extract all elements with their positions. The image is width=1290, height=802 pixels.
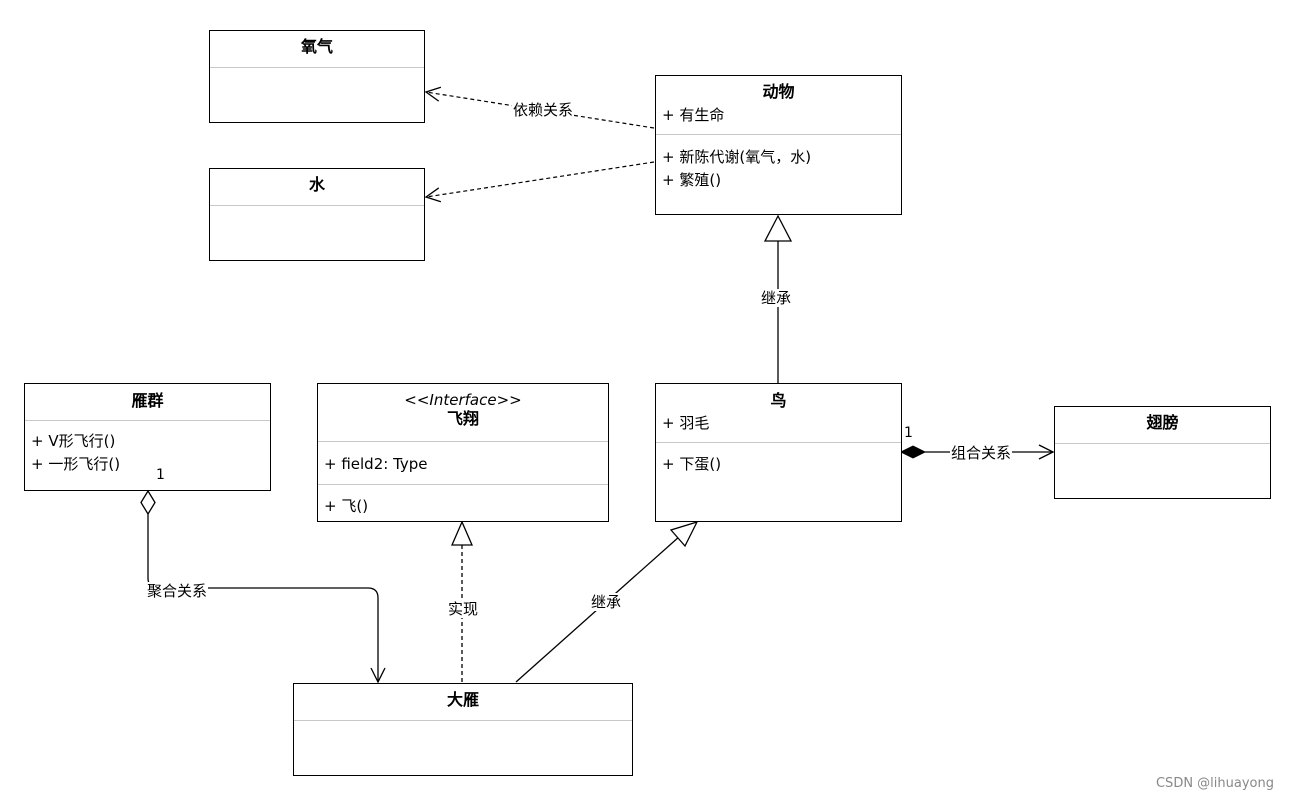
dependency-label: 依赖关系	[512, 101, 575, 119]
class-goose-flock-name: 雁群	[131, 391, 164, 410]
class-wing-name: 翅膀	[1146, 413, 1179, 432]
class-wild-goose[interactable]: 大雁	[293, 683, 633, 776]
class-wild-goose-name: 大雁	[446, 690, 479, 709]
dependency-line-water	[426, 161, 655, 197]
interface-fly-attribute: + field2: Type	[324, 455, 428, 473]
class-oxygen[interactable]: 氧气	[209, 30, 425, 123]
class-bird-divider	[656, 442, 901, 443]
realization-triangle	[451, 520, 473, 546]
class-goose-flock-method: + 一形飞行()	[31, 455, 121, 473]
class-goose-flock-divider	[25, 420, 270, 421]
composition-label: 组合关系	[950, 444, 1013, 462]
interface-fly-name: 飞翔	[446, 409, 479, 428]
interface-fly-divider	[318, 441, 608, 442]
watermark: CSDN @lihuayong	[1155, 776, 1274, 791]
class-wild-goose-divider	[294, 720, 632, 721]
class-bird-name: 鸟	[770, 391, 787, 410]
class-wing-divider	[1055, 443, 1270, 444]
class-goose-flock-method: + V形飞行()	[31, 432, 116, 450]
interface-fly-divider	[318, 484, 608, 485]
class-water-name: 水	[308, 175, 325, 194]
class-goose-flock[interactable]: 雁群 + V形飞行() + 一形飞行()	[24, 383, 271, 491]
interface-fly[interactable]: <<Interface>> 飞翔 + field2: Type + 飞()	[317, 383, 609, 522]
composition-multiplicity: 1	[904, 425, 913, 441]
class-animal-method: + 繁殖()	[662, 171, 722, 189]
class-animal-attribute: + 有生命	[662, 106, 725, 124]
class-bird-attribute: + 羽毛	[662, 414, 710, 432]
inherit-label-goose: 继承	[590, 593, 623, 611]
class-wing[interactable]: 翅膀	[1054, 406, 1271, 499]
class-bird[interactable]: 鸟 + 羽毛 + 下蛋()	[655, 383, 902, 522]
aggregation-label: 聚合关系	[146, 582, 209, 600]
realization-label: 实现	[447, 600, 480, 618]
class-oxygen-divider	[210, 67, 424, 68]
aggregation-multiplicity: 1	[156, 467, 165, 483]
interface-fly-method: + 飞()	[324, 497, 369, 515]
inherit-label-bird: 继承	[760, 289, 793, 307]
inherit-triangle-bird	[763, 214, 793, 242]
class-oxygen-name: 氧气	[300, 37, 333, 56]
interface-fly-stereotype: <<Interface>>	[404, 391, 522, 409]
inherit-triangle-goose	[669, 520, 699, 548]
aggregation-diamond	[140, 489, 156, 516]
class-water-divider	[210, 205, 424, 206]
class-animal-divider	[656, 134, 901, 135]
class-animal-method: + 新陈代谢(氧气，水)	[662, 148, 812, 166]
class-animal-name: 动物	[762, 82, 795, 101]
class-animal[interactable]: 动物 + 有生命 + 新陈代谢(氧气，水) + 繁殖()	[655, 75, 902, 215]
composition-diamond	[899, 445, 927, 459]
class-water[interactable]: 水	[209, 168, 425, 261]
class-bird-method: + 下蛋()	[662, 455, 722, 473]
